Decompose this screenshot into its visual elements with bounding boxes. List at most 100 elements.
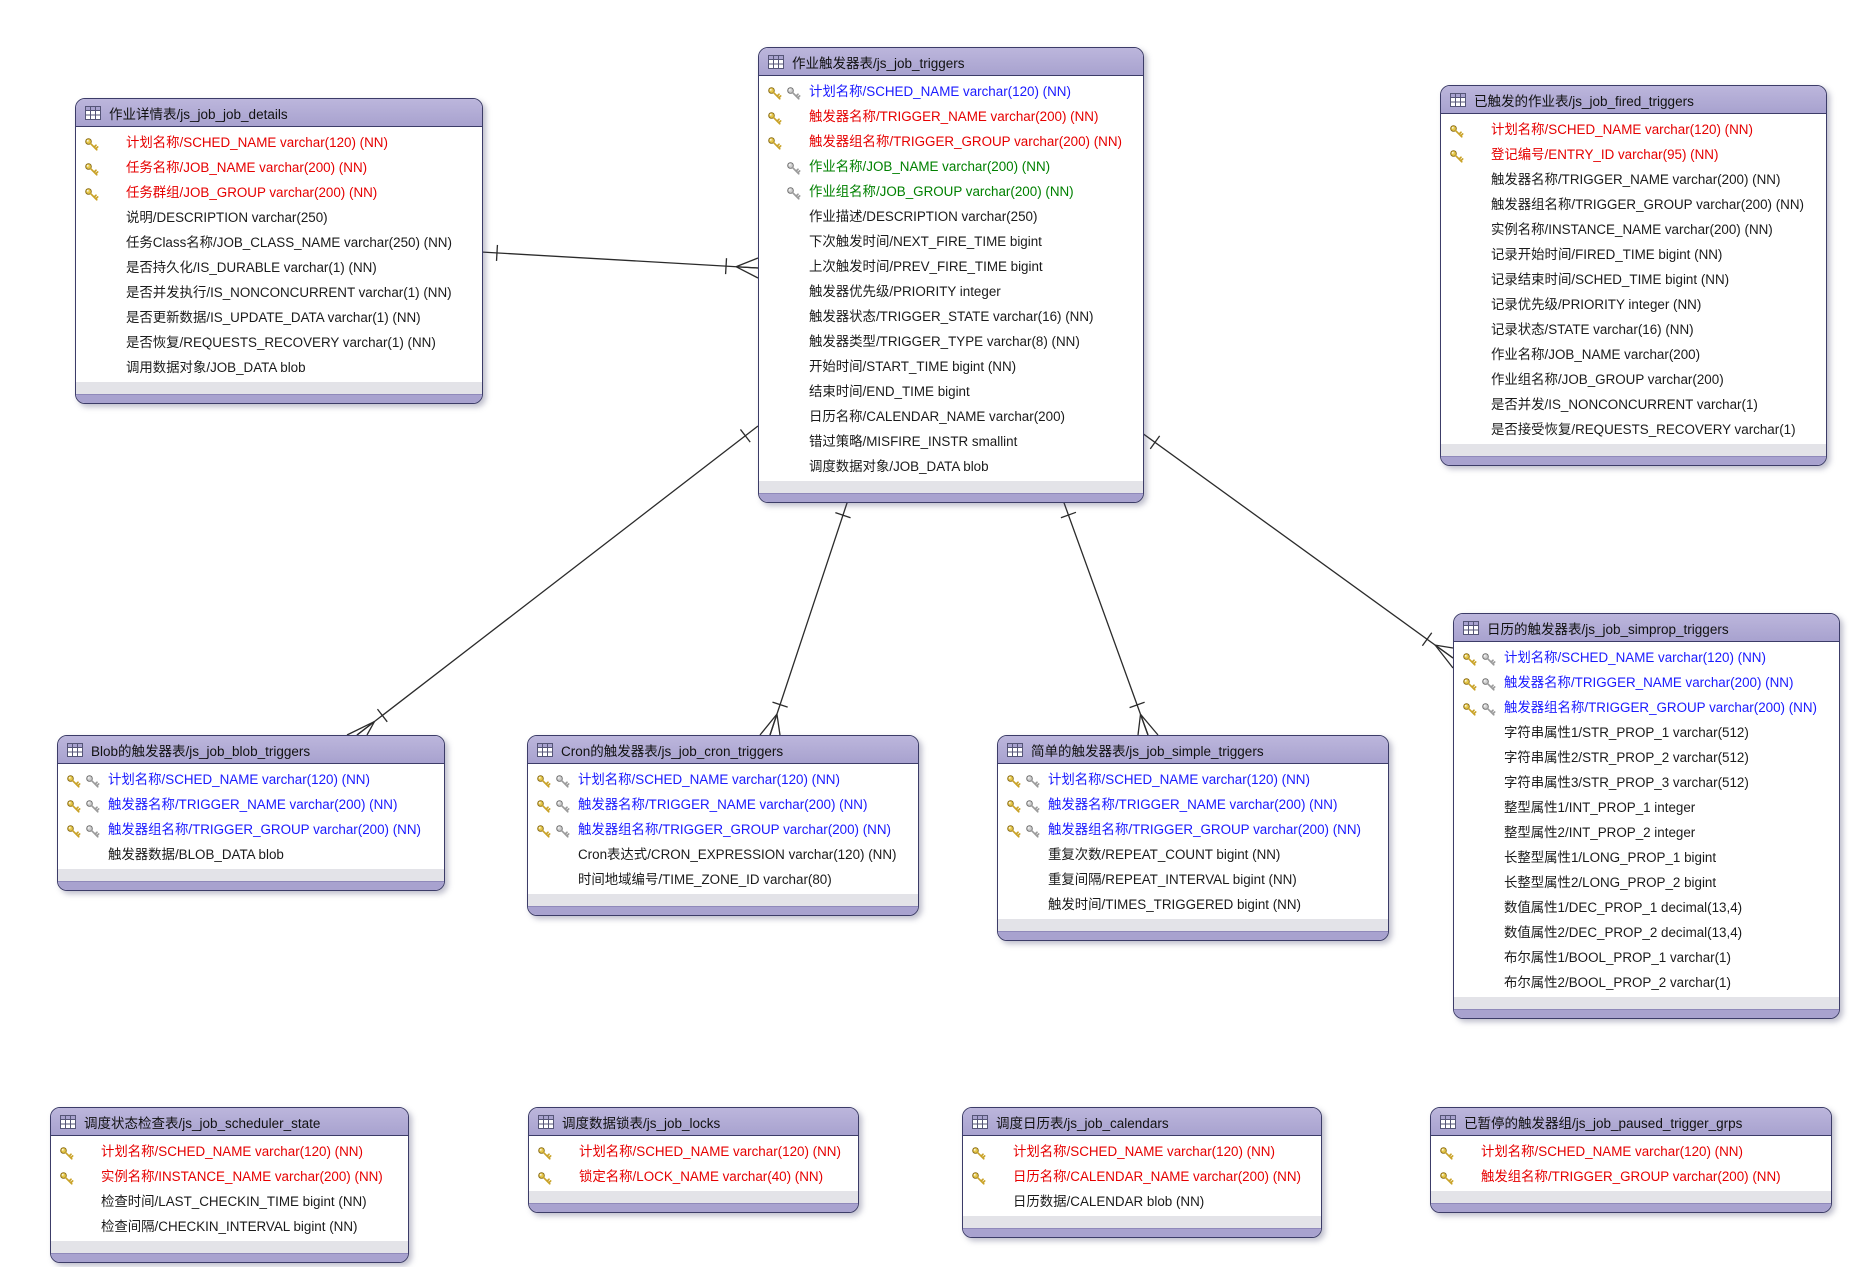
field-row[interactable]: 数值属性1/DEC_PROP_1 decimal(13,4) bbox=[1454, 895, 1839, 920]
field-row[interactable]: 日历名称/CALENDAR_NAME varchar(200) bbox=[759, 404, 1143, 429]
field-row[interactable]: 记录结束时间/SCHED_TIME bigint (NN) bbox=[1441, 267, 1826, 292]
entity-table-js_job_locks[interactable]: 调度数据锁表/js_job_locks 计划名称/SCHED_NAME varch… bbox=[528, 1107, 859, 1213]
field-row[interactable]: 计划名称/SCHED_NAME varchar(120) (NN) bbox=[1454, 645, 1839, 670]
field-row[interactable]: 数值属性2/DEC_PROP_2 decimal(13,4) bbox=[1454, 920, 1839, 945]
field-row[interactable]: 整型属性2/INT_PROP_2 integer bbox=[1454, 820, 1839, 845]
field-row[interactable]: 触发器名称/TRIGGER_NAME varchar(200) (NN) bbox=[998, 792, 1388, 817]
entity-table-header[interactable]: 作业触发器表/js_job_triggers bbox=[759, 48, 1143, 76]
field-row[interactable]: 登记编号/ENTRY_ID varchar(95) (NN) bbox=[1441, 142, 1826, 167]
field-row[interactable]: 整型属性1/INT_PROP_1 integer bbox=[1454, 795, 1839, 820]
field-row[interactable]: 计划名称/SCHED_NAME varchar(120) (NN) bbox=[51, 1139, 408, 1164]
entity-table-header[interactable]: 调度数据锁表/js_job_locks bbox=[529, 1108, 858, 1136]
field-row[interactable]: 调用数据对象/JOB_DATA blob bbox=[76, 355, 482, 380]
entity-table-js_job_blob_triggers[interactable]: Blob的触发器表/js_job_blob_triggers 计划名称/SCHED… bbox=[57, 735, 445, 891]
field-row[interactable]: 触发器组名称/TRIGGER_GROUP varchar(200) (NN) bbox=[998, 817, 1388, 842]
field-row[interactable]: 时间地域编号/TIME_ZONE_ID varchar(80) bbox=[528, 867, 918, 892]
field-row[interactable]: 触发器类型/TRIGGER_TYPE varchar(8) (NN) bbox=[759, 329, 1143, 354]
entity-table-js_job_fired_triggers[interactable]: 已触发的作业表/js_job_fired_triggers 计划名称/SCHED_… bbox=[1440, 85, 1827, 466]
field-row[interactable]: Cron表达式/CRON_EXPRESSION varchar(120) (NN… bbox=[528, 842, 918, 867]
field-row[interactable]: 调度数据对象/JOB_DATA blob bbox=[759, 454, 1143, 479]
field-row[interactable]: 记录状态/STATE varchar(16) (NN) bbox=[1441, 317, 1826, 342]
field-row[interactable]: 是否并发执行/IS_NONCONCURRENT varchar(1) (NN) bbox=[76, 280, 482, 305]
entity-table-header[interactable]: 简单的触发器表/js_job_simple_triggers bbox=[998, 736, 1388, 764]
field-row[interactable]: 触发器组名称/TRIGGER_GROUP varchar(200) (NN) bbox=[528, 817, 918, 842]
field-row[interactable]: 触发组名称/TRIGGER_GROUP varchar(200) (NN) bbox=[1431, 1164, 1831, 1189]
entity-table-header[interactable]: Blob的触发器表/js_job_blob_triggers bbox=[58, 736, 444, 764]
field-row[interactable]: 布尔属性1/BOOL_PROP_1 varchar(1) bbox=[1454, 945, 1839, 970]
field-row[interactable]: 计划名称/SCHED_NAME varchar(120) (NN) bbox=[528, 767, 918, 792]
field-row[interactable]: 是否并发/IS_NONCONCURRENT varchar(1) bbox=[1441, 392, 1826, 417]
field-row[interactable]: 下次触发时间/NEXT_FIRE_TIME bigint bbox=[759, 229, 1143, 254]
field-row[interactable]: 是否接受恢复/REQUESTS_RECOVERY varchar(1) bbox=[1441, 417, 1826, 442]
field-row[interactable]: 触发器数据/BLOB_DATA blob bbox=[58, 842, 444, 867]
entity-table-js_job_triggers[interactable]: 作业触发器表/js_job_triggers 计划名称/SCHED_NAME va… bbox=[758, 47, 1144, 503]
field-row[interactable]: 错过策略/MISFIRE_INSTR smallint bbox=[759, 429, 1143, 454]
field-row[interactable]: 计划名称/SCHED_NAME varchar(120) (NN) bbox=[1431, 1139, 1831, 1164]
entity-table-header[interactable]: 已触发的作业表/js_job_fired_triggers bbox=[1441, 86, 1826, 114]
field-row[interactable]: 开始时间/START_TIME bigint (NN) bbox=[759, 354, 1143, 379]
field-row[interactable]: 记录优先级/PRIORITY integer (NN) bbox=[1441, 292, 1826, 317]
entity-table-js_job_calendars[interactable]: 调度日历表/js_job_calendars 计划名称/SCHED_NAME va… bbox=[962, 1107, 1322, 1238]
field-row[interactable]: 作业名称/JOB_NAME varchar(200) bbox=[1441, 342, 1826, 367]
field-row[interactable]: 检查间隔/CHECKIN_INTERVAL bigint (NN) bbox=[51, 1214, 408, 1239]
entity-table-header[interactable]: 日历的触发器表/js_job_simprop_triggers bbox=[1454, 614, 1839, 642]
field-row[interactable]: 作业名称/JOB_NAME varchar(200) (NN) bbox=[759, 154, 1143, 179]
field-row[interactable]: 计划名称/SCHED_NAME varchar(120) (NN) bbox=[998, 767, 1388, 792]
field-row[interactable]: 计划名称/SCHED_NAME varchar(120) (NN) bbox=[529, 1139, 858, 1164]
entity-table-header[interactable]: 调度日历表/js_job_calendars bbox=[963, 1108, 1321, 1136]
field-row[interactable]: 计划名称/SCHED_NAME varchar(120) (NN) bbox=[58, 767, 444, 792]
field-row[interactable]: 重复次数/REPEAT_COUNT bigint (NN) bbox=[998, 842, 1388, 867]
field-row[interactable]: 字符串属性1/STR_PROP_1 varchar(512) bbox=[1454, 720, 1839, 745]
field-row[interactable]: 计划名称/SCHED_NAME varchar(120) (NN) bbox=[963, 1139, 1321, 1164]
field-row[interactable]: 日历名称/CALENDAR_NAME varchar(200) (NN) bbox=[963, 1164, 1321, 1189]
entity-table-js_job_job_details[interactable]: 作业详情表/js_job_job_details 计划名称/SCHED_NAME … bbox=[75, 98, 483, 404]
field-row[interactable]: 日历数据/CALENDAR blob (NN) bbox=[963, 1189, 1321, 1214]
field-row[interactable]: 字符串属性2/STR_PROP_2 varchar(512) bbox=[1454, 745, 1839, 770]
field-row[interactable]: 触发器组名称/TRIGGER_GROUP varchar(200) (NN) bbox=[58, 817, 444, 842]
field-row[interactable]: 触发器优先级/PRIORITY integer bbox=[759, 279, 1143, 304]
field-row[interactable]: 是否持久化/IS_DURABLE varchar(1) (NN) bbox=[76, 255, 482, 280]
field-row[interactable]: 锁定名称/LOCK_NAME varchar(40) (NN) bbox=[529, 1164, 858, 1189]
entity-table-js_job_simple_triggers[interactable]: 简单的触发器表/js_job_simple_triggers 计划名称/SCHED… bbox=[997, 735, 1389, 941]
entity-table-header[interactable]: 调度状态检查表/js_job_scheduler_state bbox=[51, 1108, 408, 1136]
field-row[interactable]: 计划名称/SCHED_NAME varchar(120) (NN) bbox=[759, 79, 1143, 104]
field-row[interactable]: 触发器名称/TRIGGER_NAME varchar(200) (NN) bbox=[1454, 670, 1839, 695]
field-row[interactable]: 结束时间/END_TIME bigint bbox=[759, 379, 1143, 404]
field-row[interactable]: 长整型属性2/LONG_PROP_2 bigint bbox=[1454, 870, 1839, 895]
field-row[interactable]: 触发器名称/TRIGGER_NAME varchar(200) (NN) bbox=[1441, 167, 1826, 192]
entity-table-js_job_simprop_triggers[interactable]: 日历的触发器表/js_job_simprop_triggers 计划名称/SCHE… bbox=[1453, 613, 1840, 1019]
entity-table-js_job_scheduler_state[interactable]: 调度状态检查表/js_job_scheduler_state 计划名称/SCHED… bbox=[50, 1107, 409, 1263]
field-row[interactable]: 任务名称/JOB_NAME varchar(200) (NN) bbox=[76, 155, 482, 180]
field-row[interactable]: 是否更新数据/IS_UPDATE_DATA varchar(1) (NN) bbox=[76, 305, 482, 330]
field-row[interactable]: 布尔属性2/BOOL_PROP_2 varchar(1) bbox=[1454, 970, 1839, 995]
field-row[interactable]: 重复间隔/REPEAT_INTERVAL bigint (NN) bbox=[998, 867, 1388, 892]
field-row[interactable]: 检查时间/LAST_CHECKIN_TIME bigint (NN) bbox=[51, 1189, 408, 1214]
entity-table-js_job_paused_trigger_grps[interactable]: 已暂停的触发器组/js_job_paused_trigger_grps 计划名称/… bbox=[1430, 1107, 1832, 1213]
field-row[interactable]: 触发器名称/TRIGGER_NAME varchar(200) (NN) bbox=[58, 792, 444, 817]
field-row[interactable]: 触发时间/TIMES_TRIGGERED bigint (NN) bbox=[998, 892, 1388, 917]
field-row[interactable]: 作业描述/DESCRIPTION varchar(250) bbox=[759, 204, 1143, 229]
field-row[interactable]: 任务Class名称/JOB_CLASS_NAME varchar(250) (N… bbox=[76, 230, 482, 255]
field-row[interactable]: 触发器名称/TRIGGER_NAME varchar(200) (NN) bbox=[759, 104, 1143, 129]
field-row[interactable]: 实例名称/INSTANCE_NAME varchar(200) (NN) bbox=[1441, 217, 1826, 242]
field-row[interactable]: 计划名称/SCHED_NAME varchar(120) (NN) bbox=[1441, 117, 1826, 142]
entity-table-header[interactable]: 作业详情表/js_job_job_details bbox=[76, 99, 482, 127]
field-row[interactable]: 作业组名称/JOB_GROUP varchar(200) (NN) bbox=[759, 179, 1143, 204]
entity-table-header[interactable]: 已暂停的触发器组/js_job_paused_trigger_grps bbox=[1431, 1108, 1831, 1136]
field-row[interactable]: 触发器名称/TRIGGER_NAME varchar(200) (NN) bbox=[528, 792, 918, 817]
field-row[interactable]: 触发器状态/TRIGGER_STATE varchar(16) (NN) bbox=[759, 304, 1143, 329]
field-row[interactable]: 说明/DESCRIPTION varchar(250) bbox=[76, 205, 482, 230]
field-row[interactable]: 是否恢复/REQUESTS_RECOVERY varchar(1) (NN) bbox=[76, 330, 482, 355]
field-row[interactable]: 长整型属性1/LONG_PROP_1 bigint bbox=[1454, 845, 1839, 870]
field-row[interactable]: 计划名称/SCHED_NAME varchar(120) (NN) bbox=[76, 130, 482, 155]
field-row[interactable]: 上次触发时间/PREV_FIRE_TIME bigint bbox=[759, 254, 1143, 279]
field-row[interactable]: 作业组名称/JOB_GROUP varchar(200) bbox=[1441, 367, 1826, 392]
field-row[interactable]: 触发器组名称/TRIGGER_GROUP varchar(200) (NN) bbox=[1441, 192, 1826, 217]
field-row[interactable]: 实例名称/INSTANCE_NAME varchar(200) (NN) bbox=[51, 1164, 408, 1189]
entity-table-js_job_cron_triggers[interactable]: Cron的触发器表/js_job_cron_triggers 计划名称/SCHED… bbox=[527, 735, 919, 916]
field-row[interactable]: 触发器组名称/TRIGGER_GROUP varchar(200) (NN) bbox=[1454, 695, 1839, 720]
entity-table-header[interactable]: Cron的触发器表/js_job_cron_triggers bbox=[528, 736, 918, 764]
field-row[interactable]: 任务群组/JOB_GROUP varchar(200) (NN) bbox=[76, 180, 482, 205]
field-row[interactable]: 触发器组名称/TRIGGER_GROUP varchar(200) (NN) bbox=[759, 129, 1143, 154]
field-row[interactable]: 记录开始时间/FIRED_TIME bigint (NN) bbox=[1441, 242, 1826, 267]
